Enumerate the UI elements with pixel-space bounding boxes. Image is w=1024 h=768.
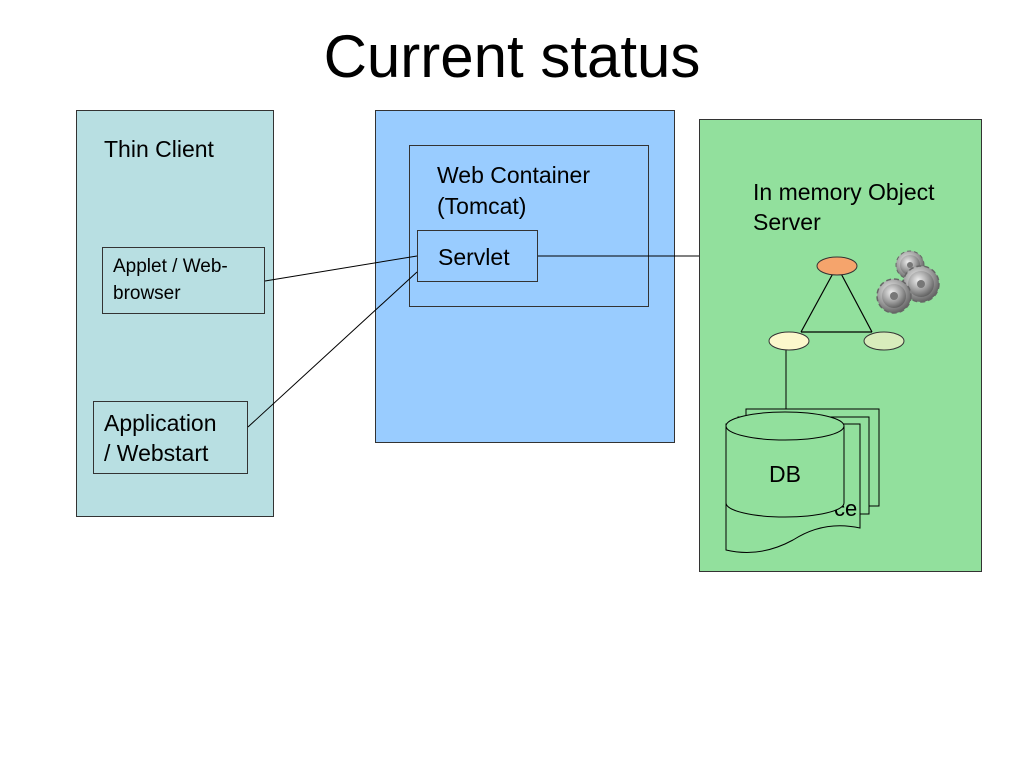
application-label-line1: Application (104, 410, 217, 436)
web-container-box (409, 145, 649, 307)
slide-title: Current status (323, 23, 701, 90)
servlet-box (417, 230, 538, 282)
object-server-label-line1: In memory Object (753, 179, 935, 205)
web-container-label-line1: Web Container (437, 162, 590, 188)
web-container-label-line2: (Tomcat) (437, 193, 527, 219)
web-server-panel (375, 110, 675, 443)
applet-label-line2: browser (113, 283, 181, 304)
thin-client-label: Thin Client (104, 136, 214, 162)
applet-label-line1: Applet / Web- (113, 256, 228, 277)
application-label-line2: / Webstart (104, 440, 209, 466)
application-box (93, 401, 248, 474)
object-server-label-line2: Server (753, 209, 821, 235)
servlet-label: Servlet (438, 244, 510, 270)
